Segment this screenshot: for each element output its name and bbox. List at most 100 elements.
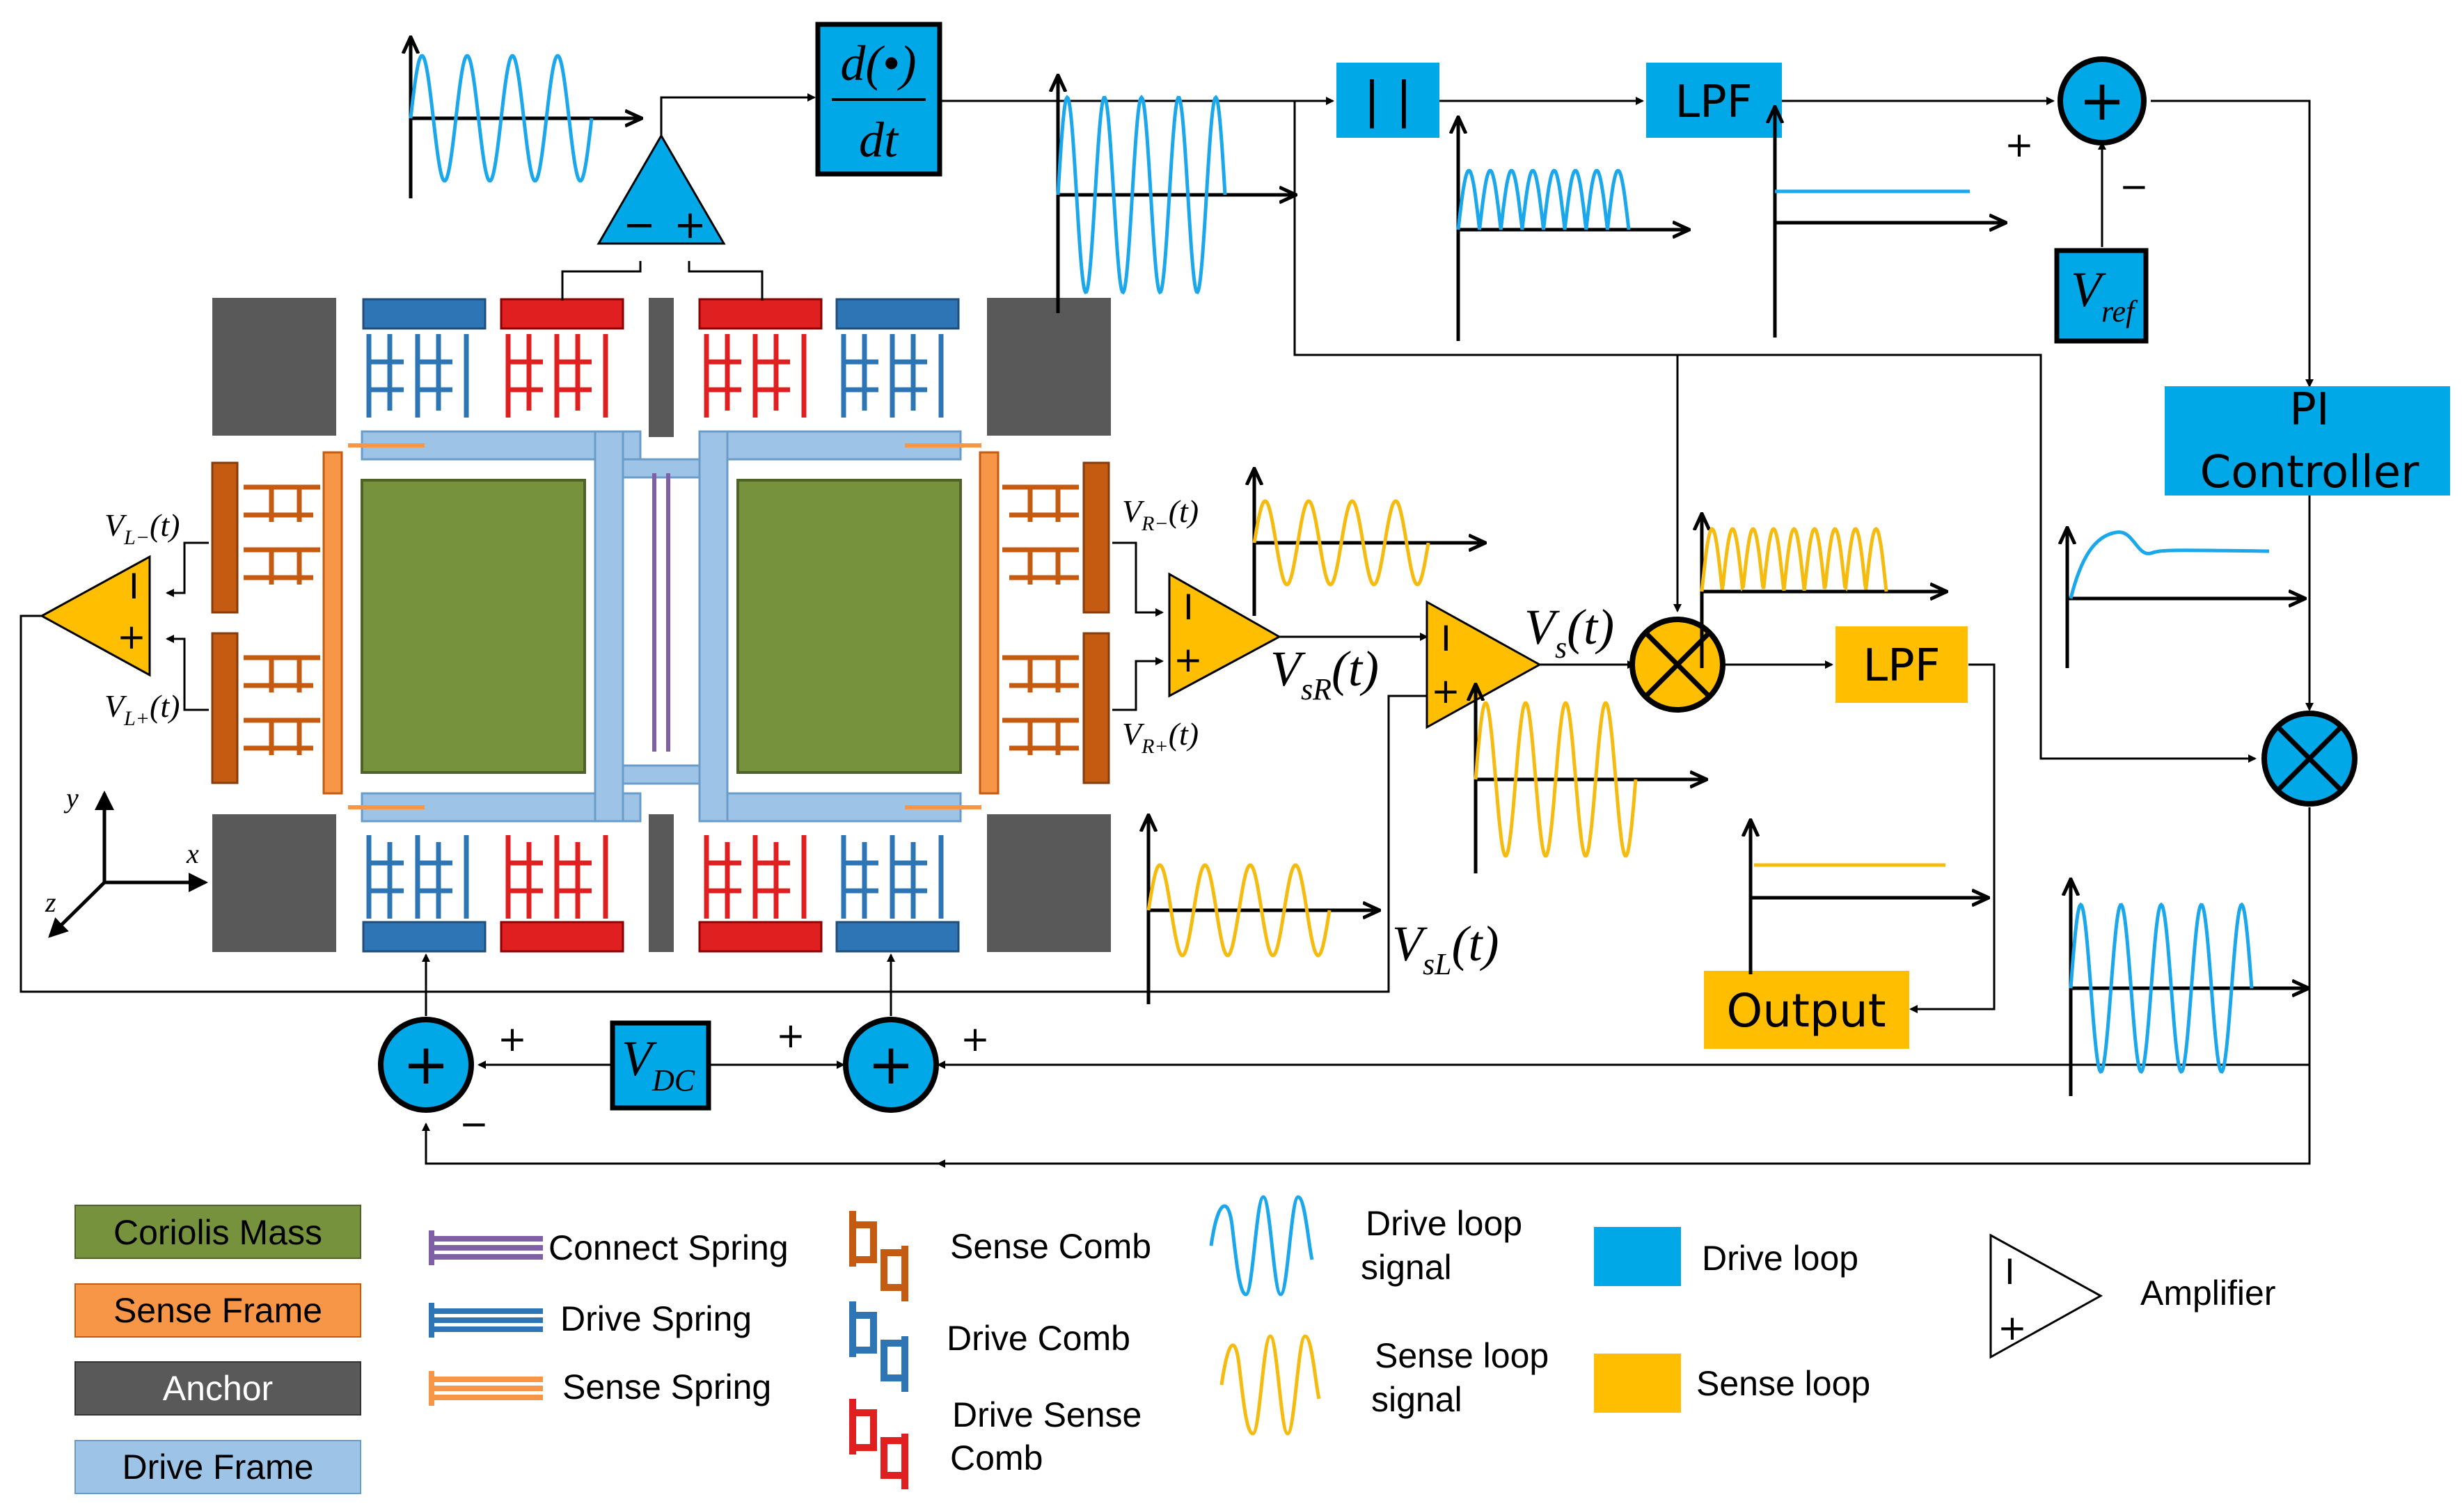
legend-label-drive-comb: Drive Comb [947,1319,1130,1358]
plot-pi-output-signal [2069,530,2270,599]
legend-label-connect-spring: Connect Spring [548,1228,789,1267]
plot-vs-sense-signal [1474,701,1638,858]
plot-amp-input [411,38,640,198]
left-adder-minus: − [459,1104,489,1144]
plot-amp-input-signal [409,54,594,183]
mems-device [211,298,1111,953]
absolute-value-block: | | [1336,63,1439,138]
diff-denominator: dt [859,112,899,168]
waveform-plots [411,38,2307,1096]
legend-icon-connect-spring [429,1230,543,1265]
drive-comb-fingers-top-left [366,334,469,418]
drive-comb-fingers-top-right [841,334,944,418]
legend-icon-drive-spring [429,1303,543,1338]
output-block: Output [1704,971,1909,1049]
left-amp-plus: + [117,617,146,657]
anchor-top-right [987,298,1111,436]
sense-multiplier [1629,617,1725,713]
drive-multiplier [2261,711,2358,807]
left-amp-minus: I [129,566,139,607]
plot-vr-sense [1254,470,1484,616]
anchor-bottom-left [212,814,336,952]
anchor-bottom-right [987,814,1111,952]
label-vr-plus: VR+(t) [1122,716,1199,758]
left-adder-symbol: + [402,1032,449,1097]
connect-springs [652,473,670,752]
vref-block: Vref [2054,248,2149,344]
legend-label-coriolis-mass: Coriolis Mass [113,1213,322,1252]
plot-abs-output [1458,118,1688,341]
combine-amp-plus: + [1431,671,1460,711]
sense-comb-pad-right-upper [1082,461,1110,614]
vdc-block: VDC [610,1020,711,1111]
plot-drive-output-signal [2069,902,2254,1075]
top-amplifier: − + [597,134,726,248]
drive-sense-comb-pad-tl [500,298,624,330]
legend-label-amplifier: Amplifier [2140,1274,2275,1313]
drive-sense-comb-fingers-bottom-left [505,835,608,919]
legend-swatch-anchor [74,1361,361,1416]
plot-vs-sense [1476,685,1705,873]
drive-comb-fingers-bottom-left [366,835,469,919]
right-adder-plus-left: + [776,1015,805,1056]
drive-sum-symbol: + [2078,68,2125,133]
left-bias-adder: + + − [378,1017,527,1144]
label-vs: Vs(t) [1524,599,1614,665]
legend-swatch-sense-frame [74,1283,361,1338]
anchor-center-top [649,298,674,437]
drive-comb-pad-br [835,921,960,953]
legend-amp-plus: + [1998,1308,2027,1348]
plot-drive-lpf-output [1775,108,2005,338]
legend-label-sense-signal-1: Sense loop [1375,1336,1549,1375]
legend-label-sense-comb: Sense Comb [950,1227,1151,1266]
drive-frame-bridge-bottom [622,764,701,785]
legend-label-drive-loop: Drive loop [1702,1239,1858,1278]
legend-icon-sense-spring [429,1371,543,1406]
legend-icon-sense-signal [1219,1334,1321,1436]
drive-frame-vertical-left [594,430,624,823]
right-sense-amplifier: I + [1168,572,1282,698]
sense-comb-pad-right-lower [1082,632,1110,784]
output-label: Output [1726,984,1886,1038]
legend-icon-drive-sense-comb [849,1399,908,1489]
sense-springs [348,443,981,809]
right-amp-minus: I [1183,587,1194,628]
legend-icon-drive-signal [1209,1195,1314,1297]
drive-sum-minus-sign: − [2119,166,2149,207]
top-amp-minus: − [623,203,656,248]
vref-label: Vref [2071,262,2138,328]
plot-demod-output [1702,515,1945,668]
sense-frame-right [979,451,1000,795]
legend-swatch-sense-loop [1594,1354,1681,1413]
plot-vsl-sense [1148,816,1378,1004]
legend-label-drive-spring: Drive Spring [560,1299,752,1338]
right-adder-symbol: + [867,1032,914,1097]
sense-comb-fingers-right [1002,484,1079,755]
label-vr-minus: VR−(t) [1122,493,1199,535]
diff-numerator: d(•) [840,35,916,91]
pi-line-1: PI [2289,384,2329,436]
drive-sum-plus-sign: + [2005,125,2034,165]
coordinate-axes: y x z [45,782,208,938]
drive-frame-bridge-top [622,458,701,479]
vdc-label: VDC [622,1031,695,1097]
drive-sense-comb-fingers-bottom-right [704,835,807,919]
legend-icon-amplifier: I + [1989,1233,2103,1359]
plot-pi-output [2067,529,2304,668]
anchor-center-bottom [649,814,674,952]
legend-label-sense-spring: Sense Spring [562,1368,771,1406]
signal-labels: VL−(t) VL+(t) VR−(t) VR+(t) VsR(t) VsL(t… [104,493,1614,981]
plot-diff-output [1058,77,1295,313]
combine-amp-minus: I [1441,619,1451,659]
drive-comb-pad-tr [835,298,960,330]
drive-sense-comb-fingers-top-left [505,334,608,418]
label-vl-plus: VL+(t) [104,688,180,730]
legend: Coriolis Mass Sense Frame Anchor Drive F… [74,1195,2275,1494]
plot-sense-lpf-output [1751,821,1987,974]
sense-comb-pad-left-upper [211,461,239,614]
legend-label-sense-signal-2: signal [1371,1380,1462,1419]
drive-comb-pad-bl [362,921,487,953]
left-adder-plus: + [498,1019,527,1059]
sense-comb-fingers-left [244,484,320,755]
